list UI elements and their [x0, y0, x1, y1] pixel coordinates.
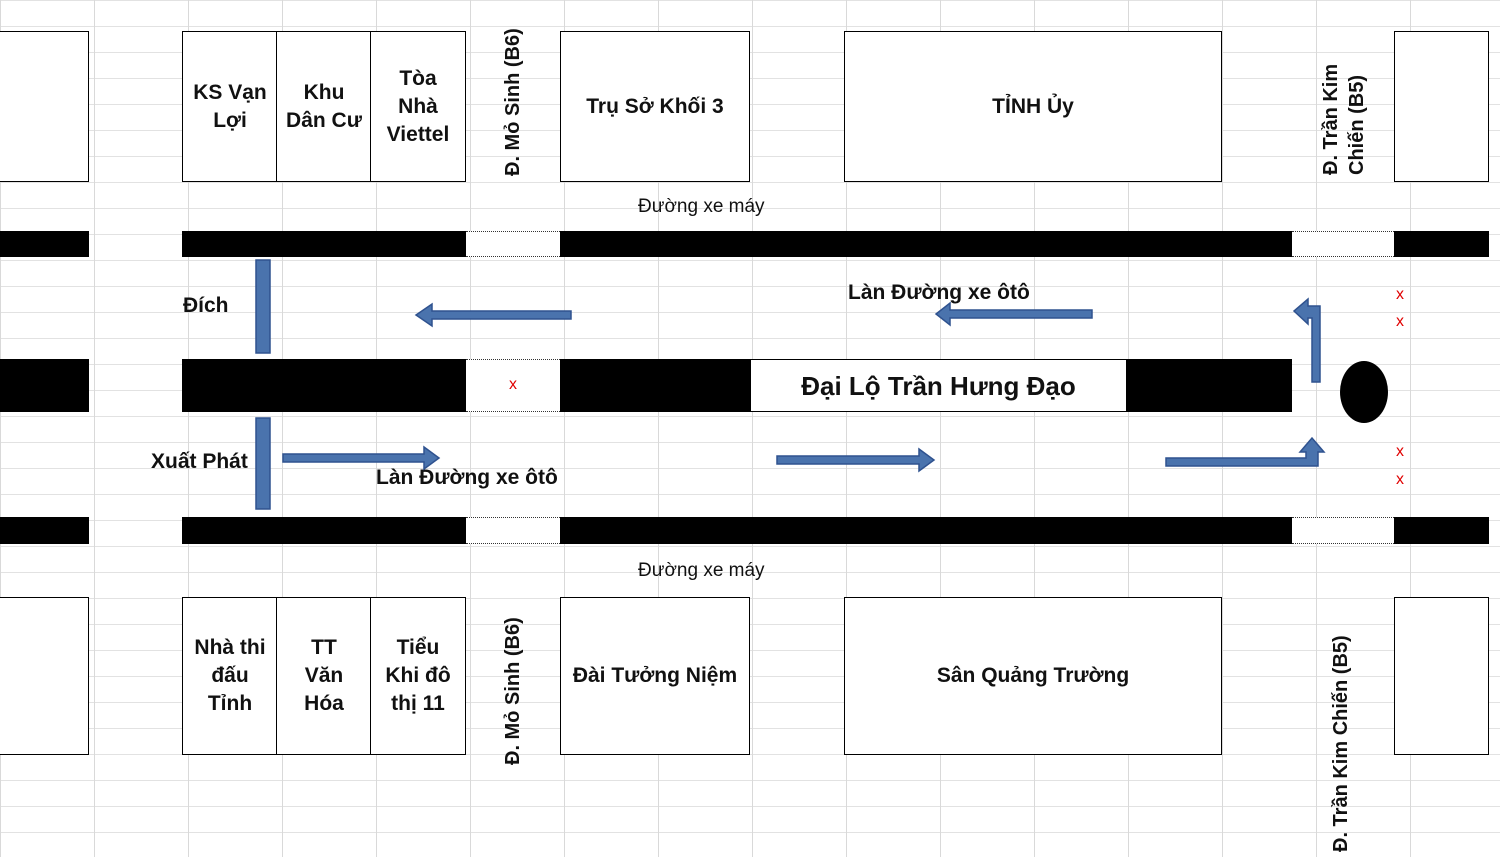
building-tru-so-khoi-3: Trụ Sở Khối 3	[560, 31, 750, 182]
building-toa-nha-viettel: Tòa Nhà Viettel	[370, 31, 466, 182]
building-khu-dan-cu: Khu Dân Cư	[276, 31, 372, 182]
median-center-right	[1127, 359, 1292, 412]
barrier-top-center	[560, 231, 1292, 257]
barrier-bottom-left	[0, 517, 89, 544]
arrow-right-bottom-1	[282, 445, 441, 471]
intersection-gap-bottom-mo-sinh	[466, 517, 560, 544]
building-right-edge-bottom	[1394, 597, 1489, 755]
intersection-gap-bottom-tran-kim-chien	[1292, 517, 1394, 544]
x-mark-right-3: x	[1396, 443, 1404, 460]
x-mark-median: x	[509, 376, 517, 393]
main-avenue-label: Đại Lộ Trần Hưng Đạo	[750, 359, 1127, 412]
barrier-bottom-center	[560, 517, 1292, 544]
building-right-edge-top	[1394, 31, 1489, 182]
median-center-left	[560, 359, 750, 412]
building-san-quang-truong: Sân Quảng Trường	[844, 597, 1222, 755]
finish-post	[255, 259, 271, 354]
start-post	[255, 417, 271, 510]
median-mid-left	[182, 359, 466, 412]
x-mark-right-1: x	[1396, 286, 1404, 303]
arrow-left-top-1	[414, 302, 572, 328]
building-left-edge-bottom	[0, 597, 89, 755]
motorbike-road-bottom-label: Đường xe máy	[638, 560, 765, 581]
car-lane-bottom-label: Làn Đường xe ôtô	[376, 466, 558, 489]
finish-label: Đích	[183, 294, 229, 317]
barrier-bottom-right	[1394, 517, 1489, 544]
intersection-gap-top-tran-kim-chien	[1292, 231, 1394, 257]
x-mark-right-2: x	[1396, 313, 1404, 330]
arrow-bent-left-top-right	[1292, 297, 1321, 383]
barrier-top-left	[0, 231, 89, 257]
building-ks-van-loi: KS Vạn Lợi	[182, 31, 278, 182]
intersection-gap-top-mo-sinh	[466, 231, 560, 257]
barrier-top-right	[1394, 231, 1489, 257]
building-nha-thi-dau: Nhà thi đấu Tỉnh	[182, 597, 278, 755]
arrow-right-bottom-2	[776, 447, 936, 473]
arrow-bent-up-bottom-right	[1165, 436, 1326, 467]
motorbike-road-top-label: Đường xe máy	[638, 196, 765, 217]
barrier-top-mid-left	[182, 231, 466, 257]
car-lane-top-label: Làn Đường xe ôtô	[848, 281, 1030, 304]
median-left	[0, 359, 89, 412]
x-mark-right-4: x	[1396, 471, 1404, 488]
building-tieu-khi-do-thi: Tiểu Khi đô thị 11	[370, 597, 466, 755]
building-dai-tuong-niem: Đài Tưởng Niệm	[560, 597, 750, 755]
building-left-edge-top	[0, 31, 89, 182]
building-tt-van-hoa: TT Văn Hóa	[276, 597, 372, 755]
turnaround-marker	[1340, 361, 1388, 423]
barrier-bottom-mid-left	[182, 517, 466, 544]
start-label: Xuất Phát	[151, 450, 248, 473]
intersection-gap-median-mo-sinh	[466, 359, 560, 412]
arrow-left-top-2	[934, 301, 1093, 327]
building-tinh-uy: TỈNH Ủy	[844, 31, 1222, 182]
